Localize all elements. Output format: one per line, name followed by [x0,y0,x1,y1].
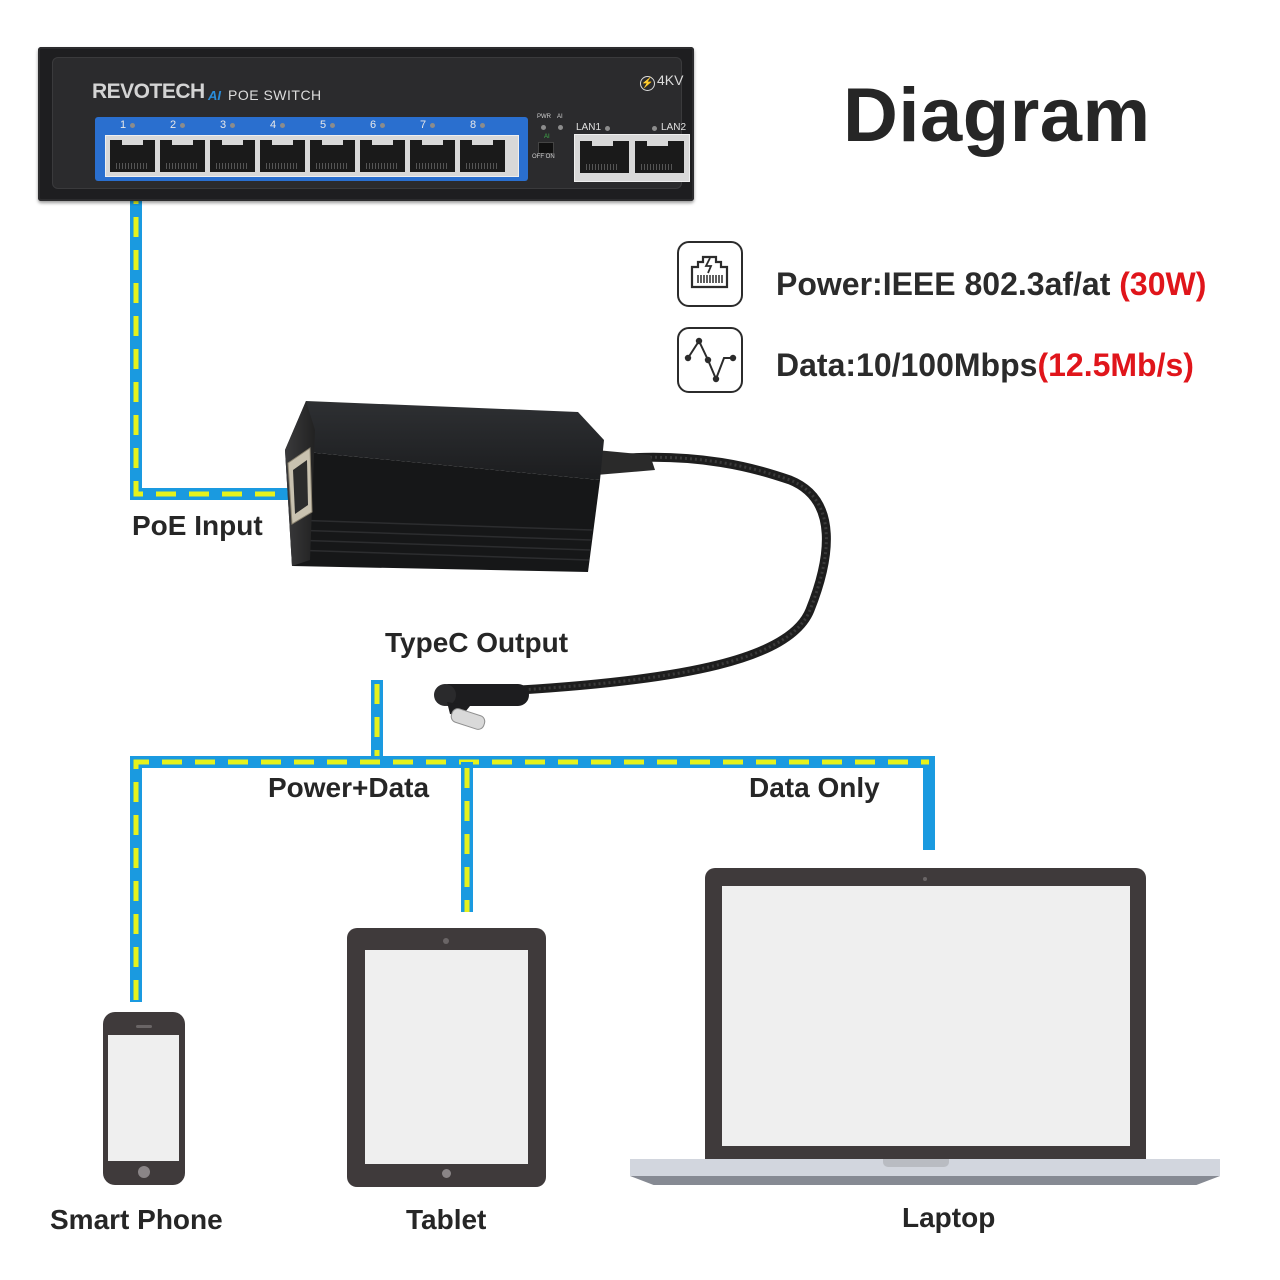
port-number: 2 [170,119,177,131]
rj45-port-5[interactable] [310,139,355,172]
surge-rating-label: 4KV [657,72,684,88]
rj45-port-6[interactable] [360,139,405,172]
rj45-port-lan2[interactable] [635,140,684,173]
data-spec-text: Data:10/100Mbps [776,347,1038,383]
port-number: 1 [120,119,127,131]
smart-phone-label: Smart Phone [50,1204,223,1235]
port-number: 4 [270,119,277,131]
adapter-side-face [285,450,600,572]
poe-input-cable [130,180,296,500]
data-spec: Data:10/100Mbps(12.5Mb/s) [776,347,1194,384]
ethernet-power-icon [677,241,743,307]
uplink-port-row [574,134,690,182]
switch-product-name: POE SWITCH [228,87,322,103]
port-led [380,123,385,128]
pwr-led-label: PWR [537,114,551,120]
tablet-home-button [442,1169,451,1178]
power-spec-text: Power:IEEE 802.3af/at [776,266,1111,302]
poe-input-label: PoE Input [132,510,263,541]
lan1-label: LAN1 [576,122,602,133]
laptop-label: Laptop [902,1202,996,1233]
phone-speaker [136,1025,152,1028]
laptop-screen [722,886,1130,1146]
power-spec-highlight: (30W) [1119,266,1207,302]
port-number: 3 [220,119,227,131]
laptop-base-bottom [630,1176,1220,1185]
port-led [280,123,285,128]
toggle-label-top: AI [544,134,550,140]
port-number: 5 [320,119,327,131]
port-number: 8 [470,119,477,131]
rj45-port-4[interactable] [260,139,305,172]
phone-screen [108,1035,179,1161]
laptop-camera [923,877,927,881]
rj45-port-7[interactable] [410,139,455,172]
switch-brand: REVOTECH [92,80,205,103]
lan1-led [605,126,610,131]
lightning-icon: ⚡ [640,76,655,91]
laptop-trackpad-notch [883,1159,949,1167]
laptop-base [630,1159,1220,1176]
rj45-port-row [105,135,519,177]
tablet-camera [443,938,449,944]
poe-port-panel: 1 2 3 4 5 6 7 8 [95,117,528,181]
typec-connector [434,684,529,730]
tablet-label: Tablet [406,1204,487,1235]
phone-home-button [138,1166,150,1178]
data-only-label: Data Only [749,772,880,803]
distribution-bus-cable [130,756,935,1002]
data-wave-icon [677,327,743,393]
ethernet-power-icon-glyph [690,255,729,289]
laptop-device [630,868,1220,1208]
ai-led [558,125,563,130]
port-led [180,123,185,128]
lan2-led [652,126,657,131]
port-led [430,123,435,128]
rj45-port-8[interactable] [460,139,505,172]
port-number: 6 [370,119,377,131]
tablet-screen [365,950,528,1164]
port-led [230,123,235,128]
ai-toggle-switch[interactable] [538,142,554,154]
toggle-label-bottom: OFF ON [532,154,555,160]
rj45-port-3[interactable] [210,139,255,172]
typec-output-label: TypeC Output [385,627,569,658]
power-data-label: Power+Data [268,772,430,803]
smart-phone-device [103,1012,185,1185]
tablet-device [347,928,546,1187]
switch-brand-ai: AI [208,88,221,103]
port-led [480,123,485,128]
adapter-top-face [285,401,604,480]
port-number: 7 [420,119,427,131]
data-wave-icon-glyph [684,337,737,383]
rj45-port-2[interactable] [160,139,205,172]
surge-rating: ⚡4KV [640,72,683,91]
lan2-label: LAN2 [661,122,687,133]
pwr-led [541,125,546,130]
port-led [330,123,335,128]
data-spec-highlight: (12.5Mb/s) [1037,347,1194,383]
port-led [130,123,135,128]
power-spec: Power:IEEE 802.3af/at (30W) [776,266,1206,303]
rj45-port-lan1[interactable] [580,140,629,173]
page-title: Diagram [843,73,1151,158]
ai-led-label: AI [557,114,563,120]
rj45-port-1[interactable] [110,139,155,172]
laptop-lid [705,868,1146,1160]
